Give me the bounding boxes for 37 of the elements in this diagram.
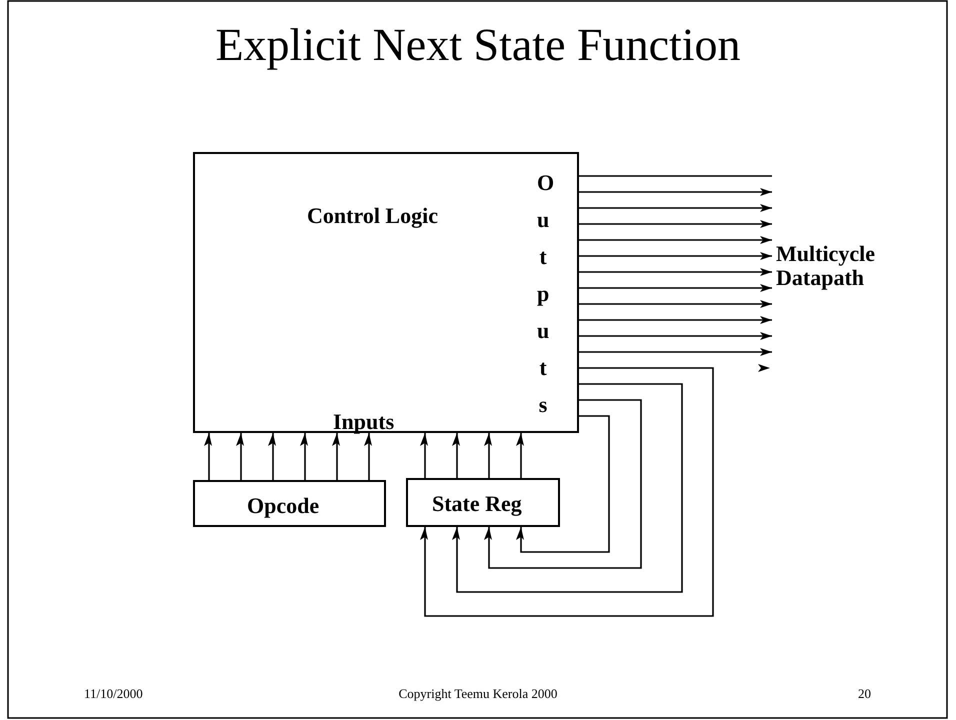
signal-arrow	[420, 367, 714, 617]
signal-arrow	[579, 332, 772, 340]
signal-arrow	[332, 433, 340, 480]
signal-arrow	[516, 433, 524, 478]
signal-arrow	[452, 383, 683, 593]
register-label: State Reg	[432, 492, 522, 516]
signal-arrow	[579, 316, 772, 324]
block-label: Control Logic	[307, 204, 438, 228]
datapath-label: Multicycle Datapath	[775, 240, 876, 292]
page-number: 20	[858, 686, 871, 702]
signal-arrow	[516, 415, 610, 553]
signal-arrow	[268, 433, 276, 480]
signal-arrow	[579, 188, 772, 196]
signal-arrow	[579, 348, 772, 356]
opcode-register	[193, 480, 386, 527]
date-text: 11/10/2000	[84, 686, 143, 702]
signal-arrow	[579, 300, 772, 308]
inputs-label: Inputs	[333, 410, 394, 434]
signal-arrow	[579, 204, 772, 212]
signal-arrow	[579, 252, 772, 260]
signal-arrow	[484, 399, 642, 569]
slide-title: Explicit Next State Function	[214, 18, 742, 71]
signal-arrow	[236, 433, 244, 480]
signal-arrow	[579, 236, 772, 244]
state-register	[406, 478, 560, 527]
signal-arrow	[204, 433, 212, 480]
signal-arrow	[364, 433, 372, 480]
signal-arrow	[484, 433, 492, 478]
signal-arrow	[420, 433, 428, 478]
signal-arrow	[579, 220, 772, 228]
signal-arrow	[579, 284, 772, 292]
footer-text: Copyright Teemu Kerola 2000	[398, 686, 558, 702]
signal-arrow	[452, 433, 460, 478]
control-logic-block	[193, 152, 579, 433]
signal-arrow	[300, 433, 308, 480]
signal-arrow	[579, 268, 772, 276]
register-label: Opcode	[247, 494, 320, 518]
